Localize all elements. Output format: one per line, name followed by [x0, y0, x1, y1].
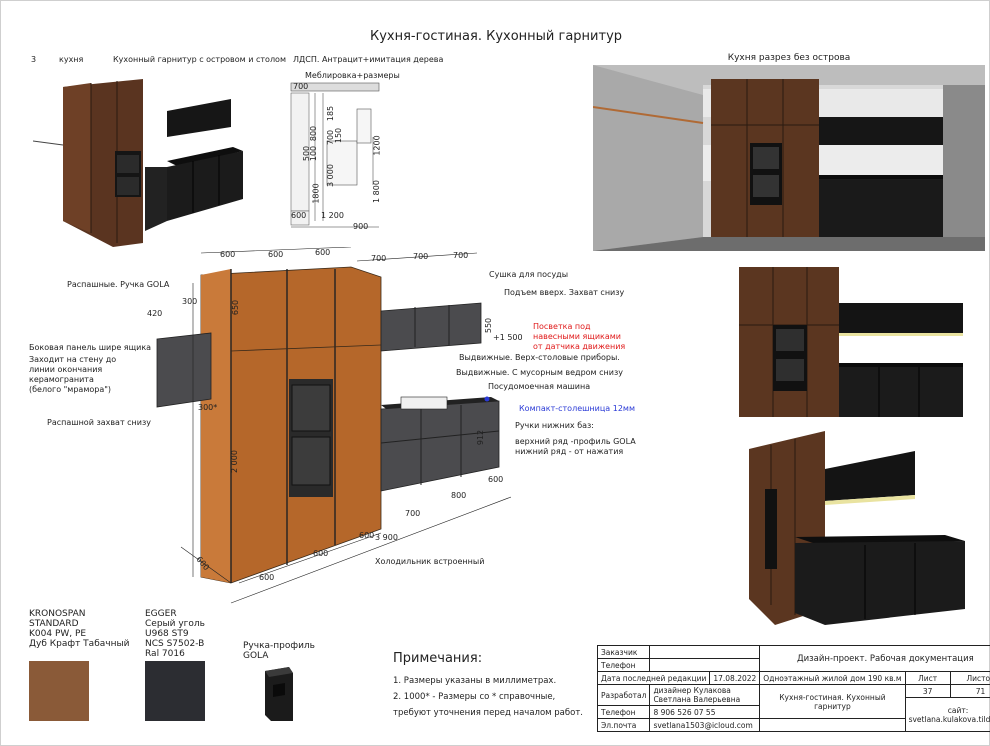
stamp-last-edit-label: Дата последней редакции — [596, 671, 711, 685]
plan-dim-600: 600 — [291, 211, 307, 220]
row-number: 3 — [31, 55, 37, 64]
dim-height-912: 912 — [476, 429, 486, 446]
render-section-view — [593, 65, 985, 251]
dim-bottom-total: 3 900 — [375, 533, 398, 542]
dim-top-2: 600 — [268, 250, 284, 259]
stamp-developer-value: дизайнер Кулакова Светлана Валерьевна — [649, 684, 761, 706]
stamp-sheets-value: 71 — [949, 684, 990, 698]
label-base-handles-note: верхний ряд -профиль GOLA нижний ряд - о… — [515, 437, 636, 456]
material-wood-text: KRONOSPAN STANDARD K004 PW, PE Дуб Крафт… — [29, 609, 130, 649]
note-line-1: 1. Размеры указаны в миллиметрах. — [393, 676, 557, 686]
label-swing-bottom: Распашной захват снизу — [47, 418, 151, 427]
dim-bottom-1: 600 — [259, 573, 275, 582]
label-side-panel: Боковая панель шире ящика — [29, 343, 152, 352]
dim-top-3: 600 — [315, 248, 331, 257]
label-swing-gola: Распашные. Ручка GOLA — [67, 280, 170, 289]
stamp-phone-label: Телефон — [596, 658, 651, 672]
label-countertop: Компакт-столешница 12мм — [519, 404, 635, 413]
label-lighting: Посветка под навесными ящиками от датчик… — [533, 322, 626, 351]
stamp-email-value: svetlana1503@icloud.com — [649, 718, 761, 732]
stamp-customer-label: Заказчик — [596, 645, 651, 659]
stamp-house: Одноэтажный жилой дом 190 кв.м — [759, 671, 906, 685]
render-elevation — [739, 267, 965, 417]
dim-top-1: 600 — [220, 250, 236, 259]
dim-bottom-3: 600 — [359, 531, 375, 540]
stamp-phone2-value: 8 906 526 07 55 — [649, 705, 761, 719]
plan-dim-1200: 1200 — [372, 135, 382, 156]
stamp-site-label: сайт: — [947, 705, 969, 715]
label-pullout-upper: Выдвижные. Верх-столовые приборы. — [459, 353, 620, 362]
label-dish-dryer: Сушка для посуды — [489, 270, 569, 279]
material-anthracite-text: EGGER Серый уголь U968 ST9 NCS S7502-B R… — [145, 609, 205, 659]
stamp-email-label: Эл.почта — [596, 718, 651, 732]
page-title: Кухня-гостиная. Кухонный гарнитур — [369, 29, 623, 44]
plan-dim-150: 150 — [334, 127, 344, 144]
dim-top-5: 700 — [413, 252, 429, 261]
dim-bottom-4: 700 — [405, 509, 421, 518]
plan-dim-top: 700 — [293, 82, 309, 91]
dim-height-650: 650 — [231, 299, 241, 316]
dim-side-300: 300 — [182, 297, 198, 306]
notes-title: Примечания: — [393, 651, 483, 666]
render-3d-topleft — [33, 71, 243, 249]
label-lift-up: Подъем вверх. Захват снизу — [504, 288, 625, 297]
plan-dim-1200b: 1 200 — [321, 211, 344, 220]
plan-dim-1800: 1800 — [311, 183, 321, 204]
dim-bottom-5: 800 — [451, 491, 467, 500]
stamp-phone-value — [649, 658, 761, 672]
plan-dim-800: 800 — [309, 125, 319, 142]
dim-height-2000: 2 000 — [229, 450, 239, 473]
stamp-site-value: svetlana.kulakova.tilda.ws — [908, 714, 990, 724]
dim-side-300s: 300* — [198, 403, 218, 412]
gola-profile-icon — [259, 665, 299, 723]
stamp-sheet-label: Лист — [904, 671, 951, 685]
plan-dim-185: 185 — [326, 105, 336, 122]
floor-plan — [287, 81, 383, 231]
stamp-phone2-label: Телефон — [596, 705, 651, 719]
note-line-3: требуют уточнения перед началом работ. — [393, 708, 583, 718]
dim-side-420: 420 — [147, 309, 163, 318]
dim-top-6: 700 — [453, 251, 469, 260]
plan-dim-900: 900 — [353, 222, 369, 231]
material-wood-swatch — [29, 661, 89, 721]
label-fridge: Холодильник встроенный — [375, 557, 485, 566]
render-perspective — [745, 429, 971, 625]
stamp-project-title: Дизайн-проект. Рабочая документация — [759, 645, 990, 672]
stamp-sheet-value: 37 — [904, 684, 951, 698]
plan-dim-3000: 3 000 — [325, 164, 335, 187]
plan-dim-500: 500 — [302, 145, 312, 162]
plan-dim-1800b: 1 800 — [371, 180, 381, 203]
set-description: Кухонный гарнитур с островом и столом — [113, 55, 286, 64]
stamp-developer-label: Разработал — [596, 684, 651, 706]
render-section-label: Кухня разрез без острова — [727, 53, 851, 63]
stamp-drawing-name: Кухня-гостиная. Кухонный гарнитур — [759, 684, 906, 719]
dim-height-550: 550 — [484, 317, 494, 334]
stamp-customer-value — [649, 645, 761, 659]
title-block: Заказчик Дизайн-проект. Рабочая документ… — [596, 645, 990, 732]
note-line-2: 2. 1000* - Размеры со * справочные, — [393, 692, 556, 702]
stamp-empty-cell — [759, 718, 906, 732]
dim-bottom-2: 600 — [313, 549, 329, 558]
stamp-last-edit-value: 17.08.2022 — [709, 671, 761, 685]
dim-height-1500: +1 500 — [493, 333, 523, 342]
label-side-panel-note: Заходит на стену до линии окончания кера… — [29, 355, 117, 394]
label-dishwasher: Посудомоечная машина — [488, 382, 591, 391]
material-gola-text: Ручка-профиль GOLA — [243, 641, 315, 661]
dim-bottom-6: 600 — [488, 475, 504, 484]
label-base-handles: Ручки нижних баз: — [515, 421, 594, 430]
room-name: кухня — [59, 55, 84, 64]
technical-drawing — [151, 247, 511, 617]
label-pullout-trash: Выдвижные. С мусорным ведром снизу — [456, 368, 623, 377]
stamp-site: сайт: svetlana.kulakova.tilda.ws — [904, 697, 990, 732]
stamp-sheets-label: Листов — [949, 671, 990, 685]
plan-label: Меблировка+размеры — [305, 71, 400, 80]
set-material: ЛДСП. Антрацит+имитация дерева — [293, 55, 444, 64]
dim-top-4: 700 — [371, 254, 387, 263]
material-anthracite-swatch — [145, 661, 205, 721]
